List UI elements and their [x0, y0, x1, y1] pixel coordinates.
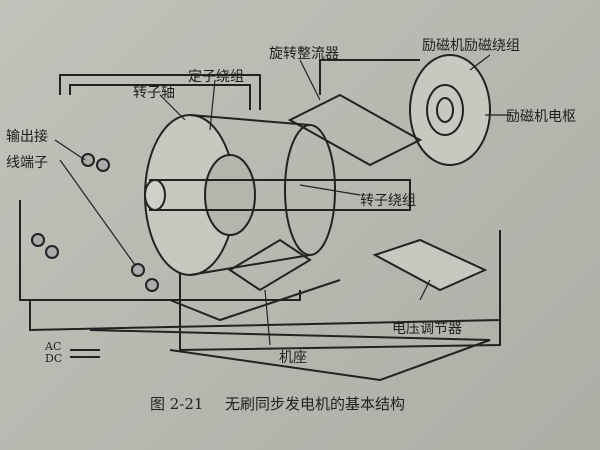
exciter: [409, 54, 491, 166]
rectifier-board: [287, 93, 423, 167]
label-frame: 机座: [279, 350, 307, 366]
wire: [59, 74, 261, 110]
wire: [169, 279, 341, 322]
base-plate-wires: [89, 329, 491, 382]
legend-ac: AC: [45, 340, 62, 353]
label-exciter-field-winding: 励磁机励磁绕组: [422, 38, 520, 54]
label-output-terminal-1: 输出接: [6, 129, 48, 145]
rotor: [204, 154, 256, 236]
legend-dc: DC: [45, 352, 63, 365]
wire: [69, 84, 251, 110]
label-output-terminal-2: 线端子: [6, 155, 48, 171]
wire: [319, 59, 420, 95]
label-voltage-regulator: 电压调节器: [392, 321, 462, 337]
stator-end-rear: [284, 124, 336, 256]
label-exciter-armature: 励磁机电枢: [506, 109, 576, 125]
frame-foot: [228, 238, 312, 292]
regulator-box: [372, 238, 488, 292]
figure-number: 图 2-21: [150, 395, 204, 413]
label-stator-winding: 定子绕组: [188, 69, 244, 85]
stator-body: [189, 114, 311, 276]
label-rotating-rectifier: 旋转整流器: [269, 46, 339, 62]
figure-title: 无刷同步发电机的基本结构: [225, 395, 406, 413]
label-rotor-shaft: 转子轴: [133, 85, 175, 101]
label-rotor-winding: 转子绕组: [360, 193, 416, 209]
wire: [19, 200, 301, 301]
wire: [29, 230, 501, 332]
